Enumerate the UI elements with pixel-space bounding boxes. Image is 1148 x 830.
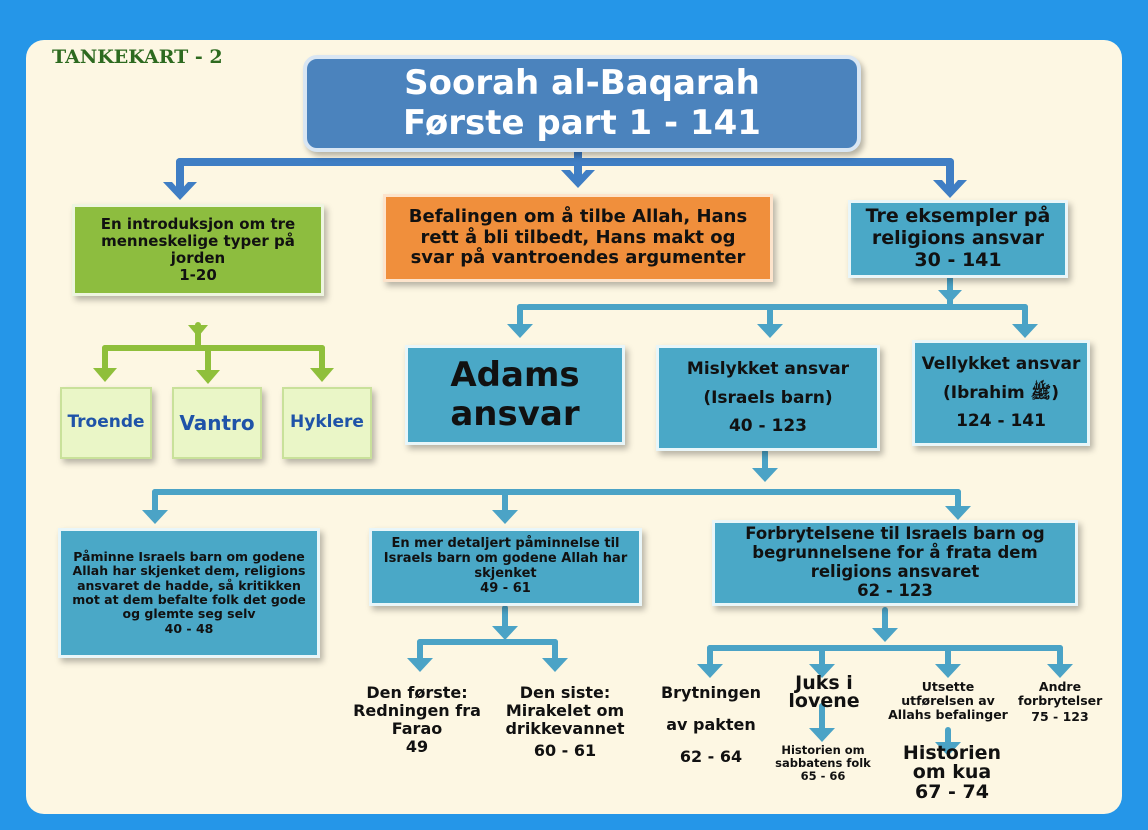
corner-tag: TANKEKART - 2 bbox=[52, 46, 223, 68]
cow-node: Historien om kua 67 - 74 bbox=[888, 744, 1016, 803]
detailed-box: En mer detaljert påminnelse til Israels … bbox=[369, 528, 642, 606]
crimes-text: Forbrytelsene til Israels barn og begrun… bbox=[745, 524, 1045, 581]
breaking-range: 62 - 64 bbox=[679, 746, 743, 766]
failed-range: 40 - 123 bbox=[728, 415, 808, 436]
examples-box: Tre eksempler på religions ansvar 30 - 1… bbox=[848, 200, 1068, 278]
examples-range: 30 - 141 bbox=[914, 248, 1002, 271]
title-line1: Soorah al-Baqarah bbox=[404, 63, 760, 104]
remind-box: Påminne Israels barn om godene Allah har… bbox=[58, 528, 320, 658]
remind-text: Påminne Israels barn om godene Allah har… bbox=[72, 548, 306, 622]
examples-text: Tre eksempler på religions ansvar bbox=[865, 205, 1051, 250]
breaking-line2: av pakten bbox=[666, 714, 756, 734]
first-node: Den første: Redningen fra Farao 49 bbox=[352, 684, 482, 756]
breaking-line1: Brytningen bbox=[660, 683, 762, 702]
type-disbelievers: Vantro bbox=[172, 387, 262, 459]
other-range: 75 - 123 bbox=[1031, 709, 1089, 724]
type-believers-label: Troende bbox=[67, 412, 145, 433]
cow-range: 67 - 74 bbox=[915, 781, 989, 803]
command-box: Befalingen om å tilbe Allah, Hans rett å… bbox=[383, 194, 773, 282]
crimes-range: 62 - 123 bbox=[857, 580, 933, 600]
success-line2: (Ibrahim ﷺ) bbox=[942, 383, 1059, 404]
teal-arrowheads bbox=[142, 290, 1073, 756]
title-box: Soorah al-Baqarah Første part 1 - 141 bbox=[303, 55, 861, 152]
last-text: Den siste: Mirakelet om drikkevannet bbox=[505, 683, 625, 738]
success-box: Vellykket ansvar (Ibrahim ﷺ) 124 - 141 bbox=[912, 340, 1090, 446]
title-connectors bbox=[176, 146, 954, 196]
arrowhead-command bbox=[561, 170, 595, 188]
cheat-node: Juks i lovene bbox=[786, 672, 862, 713]
arrowhead-intro bbox=[163, 182, 197, 200]
title-arrowheads bbox=[163, 170, 967, 200]
failed-box: Mislykket ansvar (Israels barn) 40 - 123 bbox=[656, 345, 880, 451]
type-hypocrites: Hyklere bbox=[282, 387, 372, 459]
cheat-text: Juks i lovene bbox=[788, 672, 860, 713]
type-hypocrites-label: Hyklere bbox=[290, 412, 364, 433]
last-node: Den siste: Mirakelet om drikkevannet 60 … bbox=[498, 684, 632, 760]
green-arrowheads bbox=[93, 325, 334, 384]
adams-box: Adams ansvar bbox=[405, 345, 625, 445]
success-range: 124 - 141 bbox=[956, 410, 1046, 431]
other-text: Andre forbrytelser bbox=[1018, 679, 1103, 708]
type-believers: Troende bbox=[60, 387, 152, 459]
other-node: Andre forbrytelser 75 - 123 bbox=[1018, 680, 1102, 724]
breaking-node: Brytningen av pakten 62 - 64 bbox=[652, 684, 770, 766]
corner-tag-text: TANKEKART - 2 bbox=[52, 46, 223, 68]
type-disbelievers-label: Vantro bbox=[179, 410, 255, 435]
success-line1: Vellykket ansvar bbox=[921, 353, 1081, 374]
intro-box: En introduksjon om tre menneskelige type… bbox=[72, 204, 324, 296]
sabbath-range: 65 - 66 bbox=[800, 768, 846, 783]
teal-connectors bbox=[152, 275, 1063, 747]
remind-range: 40 - 48 bbox=[164, 620, 214, 636]
sabbath-text: Historien om sabbatens folk bbox=[775, 743, 871, 770]
arrowhead-examples bbox=[933, 180, 967, 198]
cow-text: Historien om kua bbox=[902, 742, 1002, 783]
last-range: 60 - 61 bbox=[533, 740, 597, 760]
intro-text: En introduksjon om tre menneskelige type… bbox=[100, 214, 296, 267]
title-line2: Første part 1 - 141 bbox=[403, 102, 761, 143]
detailed-range: 49 - 61 bbox=[480, 580, 531, 596]
detailed-text: En mer detaljert påminnelse til Israels … bbox=[383, 536, 628, 581]
intro-range: 1-20 bbox=[179, 266, 217, 285]
crimes-box: Forbrytelsene til Israels barn og begrun… bbox=[712, 520, 1078, 606]
first-text: Den første: Redningen fra Farao bbox=[353, 683, 481, 738]
green-connectors bbox=[102, 322, 325, 377]
command-text: Befalingen om å tilbe Allah, Hans rett å… bbox=[408, 205, 748, 269]
adams-text: Adams ansvar bbox=[450, 354, 580, 434]
failed-line1: Mislykket ansvar bbox=[686, 358, 850, 379]
delay-text: Utsette utførelsen av Allahs befalinger bbox=[888, 679, 1008, 722]
first-range: 49 bbox=[405, 736, 429, 756]
delay-node: Utsette utførelsen av Allahs befalinger bbox=[888, 680, 1008, 722]
sabbath-node: Historien om sabbatens folk 65 - 66 bbox=[770, 744, 876, 783]
failed-line2: (Israels barn) bbox=[703, 388, 833, 409]
